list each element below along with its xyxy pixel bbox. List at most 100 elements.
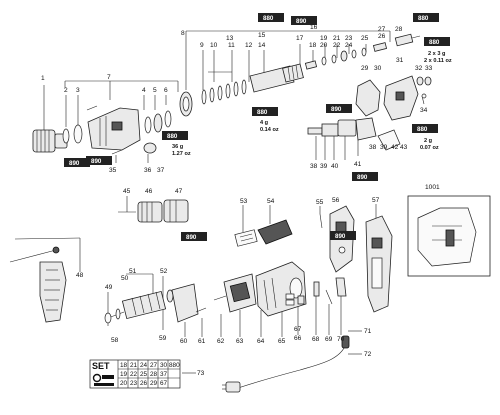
callout-2: 2 [64, 87, 68, 94]
callout-34: 34 [420, 107, 428, 114]
grease-tag: 890 [86, 156, 112, 165]
callout-71: 71 [364, 328, 372, 335]
callout-68: 68 [312, 336, 320, 343]
grease-tag: 880 [252, 107, 278, 116]
callout-73: 73 [197, 370, 205, 377]
callout-39a: 39 [320, 163, 328, 170]
grease-tag: 890 [181, 232, 207, 241]
set-cell: 22 [130, 371, 138, 378]
callout-53: 53 [240, 198, 248, 205]
set-cell: 28 [150, 371, 158, 378]
callout-32: 32 [415, 65, 423, 72]
set-title: SET [92, 361, 110, 371]
armature-part [107, 290, 167, 320]
callout-24: 24 [345, 42, 353, 49]
qty-014oz: 0.14 oz [260, 127, 279, 133]
field-coil-part [223, 273, 257, 313]
grease-tag: 880 [162, 131, 188, 140]
callout-66: 66 [294, 335, 302, 342]
grease-tag: 890 [330, 231, 356, 240]
callout-27: 27 [378, 26, 386, 33]
gear-housing-part [87, 107, 141, 151]
callout-69: 69 [325, 336, 333, 343]
callout-9: 9 [200, 42, 204, 49]
svg-text:890: 890 [91, 158, 102, 165]
callout-52: 52 [160, 268, 168, 275]
svg-text:880: 880 [418, 15, 429, 22]
set-cell: 20 [120, 380, 128, 387]
set-cell: 67 [160, 380, 168, 387]
callout-46: 46 [145, 188, 153, 195]
callout-17: 17 [296, 35, 304, 42]
callout-29: 29 [361, 65, 369, 72]
callout-49: 49 [105, 284, 113, 291]
set-cell: 19 [120, 371, 128, 378]
callout-65: 65 [278, 338, 286, 345]
callout-5: 5 [153, 87, 157, 94]
spindle-part [282, 63, 304, 83]
callout-3: 3 [76, 87, 80, 94]
qty-2g: 2 g [424, 138, 433, 144]
callout-1: 1 [41, 75, 45, 82]
callout-21: 21 [333, 35, 341, 42]
set-cell: 37 [160, 371, 168, 378]
callout-8: 8 [181, 30, 185, 37]
qty-36g: 36 g [172, 144, 184, 150]
callout-41: 41 [354, 161, 362, 168]
callout-61: 61 [198, 338, 206, 345]
callout-38b: 38 [369, 144, 377, 151]
callout-28: 28 [395, 26, 403, 33]
callout-47: 47 [175, 188, 183, 195]
callout-14: 14 [258, 42, 266, 49]
set-icon-pin [102, 375, 114, 379]
callout-22: 22 [333, 42, 341, 49]
qty-2x3g: 2 x 3 g [428, 51, 446, 57]
callout-10: 10 [210, 42, 218, 49]
callout-6: 6 [164, 87, 168, 94]
svg-text:890: 890 [186, 234, 197, 241]
callout-16: 16 [310, 24, 318, 31]
callout-11: 11 [228, 42, 235, 49]
callout-62: 62 [217, 338, 225, 345]
motor-assembly [104, 205, 393, 393]
set-cell: 26 [140, 380, 148, 387]
callout-51: 51 [129, 268, 137, 275]
callout-4: 4 [142, 87, 146, 94]
set-cell: 29 [150, 380, 158, 387]
callout-72: 72 [364, 351, 372, 358]
set-cell: 25 [140, 371, 148, 378]
callout-43: 43 [400, 144, 408, 151]
qty-127oz: 1.27 oz [172, 151, 191, 157]
power-cable-part [222, 335, 350, 393]
grease-tag: 890 [291, 16, 317, 25]
callout-23: 23 [345, 35, 353, 42]
svg-text:880: 880 [257, 109, 268, 116]
callout-12: 12 [245, 42, 253, 49]
callout-1001: 1001 [425, 184, 440, 191]
top-assembly [32, 33, 432, 155]
svg-text:890: 890 [335, 233, 346, 240]
callout-38: 38 [310, 163, 318, 170]
set-cell: 880 [169, 362, 180, 369]
callout-57: 57 [372, 197, 380, 204]
grease-tag: 890 [326, 104, 352, 113]
grease-tag: 880 [412, 124, 438, 133]
side-handle-part [9, 246, 67, 323]
drill-chuck-part [32, 129, 68, 153]
callout-26: 26 [378, 33, 386, 40]
grease-quantities: 36 g 1.27 oz 4 g 0.14 oz 2 x 3 g 2 x 0.1… [172, 51, 452, 157]
set-cell: 23 [130, 380, 138, 387]
grease-tag: 890 [352, 172, 378, 181]
svg-text:880: 880 [263, 15, 274, 22]
svg-text:890: 890 [69, 160, 80, 167]
callout-63: 63 [236, 338, 244, 345]
svg-text:890: 890 [296, 18, 307, 25]
callout-37: 37 [157, 167, 165, 174]
qty-4g: 4 g [260, 120, 269, 126]
callout-19: 19 [320, 35, 328, 42]
callout-13: 13 [226, 35, 234, 42]
qty-007oz: 0.07 oz [420, 145, 439, 151]
callout-50: 50 [121, 275, 129, 282]
svg-text:880: 880 [429, 39, 440, 46]
